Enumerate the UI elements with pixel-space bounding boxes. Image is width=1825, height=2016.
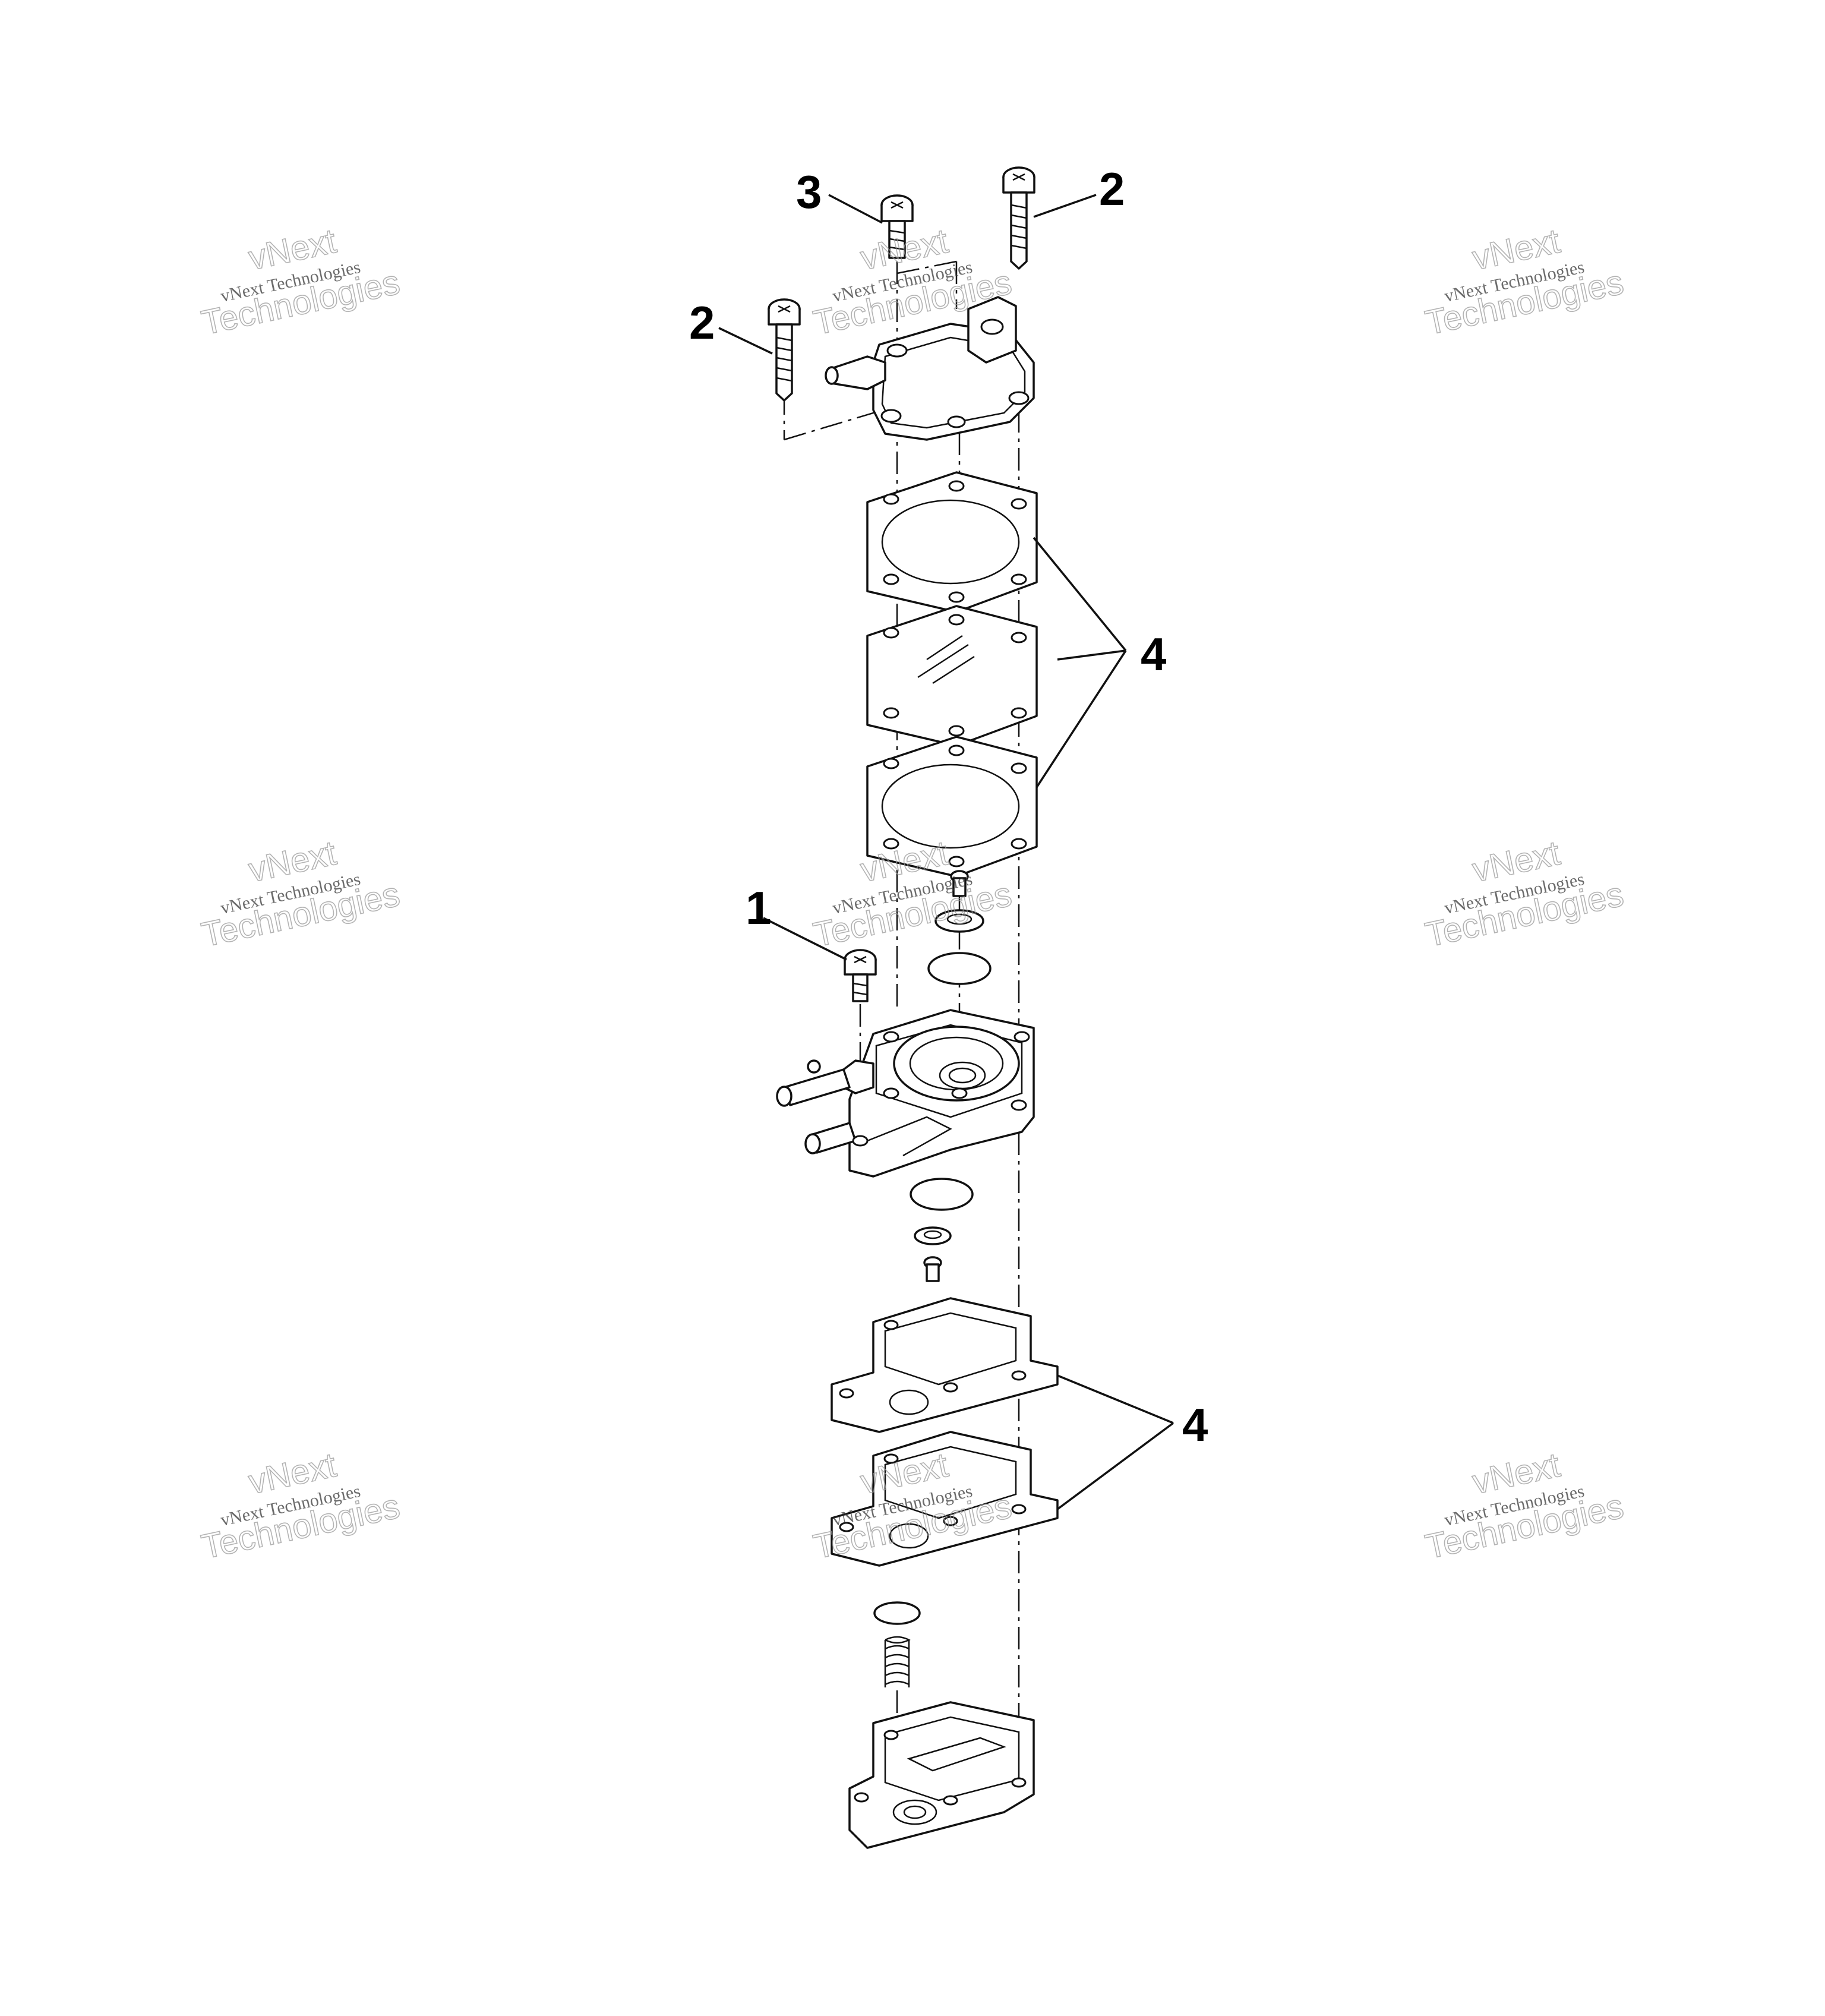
diaphragm-membrane: [866, 605, 1038, 747]
valve-retainer-top: [934, 909, 984, 933]
screw-2-right: [1002, 166, 1035, 270]
check-valve-disc-bottom: [910, 1178, 974, 1211]
check-valve-disc-top: [927, 952, 992, 985]
watermark-6: vNext vNext Technologies Technologies: [1422, 833, 1627, 955]
callout-1: 1: [746, 882, 771, 934]
callout-2-right: 2: [1099, 163, 1125, 215]
gasket-upper: [866, 471, 1038, 613]
callout-4-lower: 4: [1182, 1399, 1208, 1451]
spring: [884, 1636, 911, 1687]
screw-3: [880, 194, 914, 259]
watermark-1: vNext vNext Technologies Technologies: [198, 221, 403, 343]
pump-base: [848, 1701, 1035, 1849]
valve-screw-top: [950, 870, 969, 897]
gasket-lower-2: [831, 1431, 1059, 1567]
watermark-4: vNext vNext Technologies Technologies: [198, 833, 403, 955]
pump-cover: [825, 296, 1035, 441]
callout-4-upper: 4: [1141, 628, 1166, 680]
pump-body: [776, 1009, 1035, 1178]
leader-lines: [718, 194, 1174, 1510]
gasket-middle: [866, 736, 1038, 878]
spring-cap: [873, 1601, 921, 1625]
watermark-3: vNext vNext Technologies Technologies: [1422, 221, 1627, 343]
screw-2-left: [768, 298, 801, 402]
valve-screw-bottom: [923, 1256, 942, 1282]
callout-2-left: 2: [689, 296, 715, 349]
gasket-lower-1: [831, 1297, 1059, 1433]
valve-retainer-bottom: [914, 1226, 952, 1245]
callouts: 3 2 2 4 1 4: [689, 163, 1208, 1451]
screw-1: [844, 949, 877, 1002]
watermark-7: vNext vNext Technologies Technologies: [198, 1445, 403, 1567]
callout-3: 3: [796, 166, 822, 218]
watermark-9: vNext vNext Technologies Technologies: [1422, 1445, 1627, 1567]
